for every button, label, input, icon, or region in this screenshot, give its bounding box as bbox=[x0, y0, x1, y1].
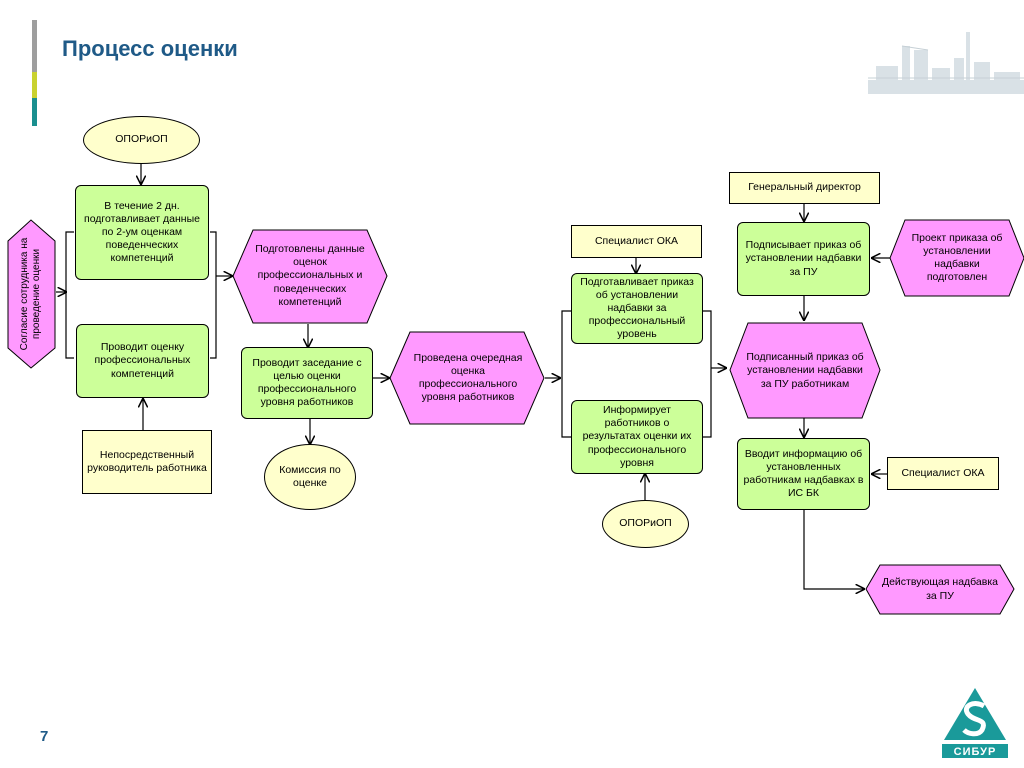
assess-professional-box: Проводит оценку профессиональных компете… bbox=[76, 324, 209, 398]
data-prepared-text: Подготовлены данные оценок профессиональ… bbox=[255, 243, 365, 308]
holds-meeting-label: Проводит заседание с целью оценки профес… bbox=[252, 356, 362, 409]
agreement-node: Согласие сотрудника на проведение оценки bbox=[6, 220, 56, 368]
draft-order-hexagon bbox=[889, 219, 1024, 297]
data-prepared-hexagon bbox=[232, 229, 388, 324]
assessment-done-text: Проведена очередная оценка профессиональ… bbox=[413, 351, 523, 404]
general-director-label: Генеральный директор bbox=[748, 181, 861, 194]
logo-text: СИБУР bbox=[953, 746, 997, 758]
direct-manager-label: Непосредственный руководитель работника bbox=[87, 448, 207, 474]
factory-skyline-icon bbox=[868, 32, 1024, 94]
enters-info-box: Вводит информацию об установленных работ… bbox=[737, 438, 870, 510]
page-number: 7 bbox=[40, 728, 49, 745]
accent-bar-yellow bbox=[32, 72, 37, 98]
enters-info-label: Вводит информацию об установленных работ… bbox=[743, 447, 864, 500]
agreement-label: Согласие сотрудника на проведение оценки bbox=[19, 237, 42, 351]
sibur-logo-icon bbox=[942, 688, 1008, 758]
draft-order-text: Проект приказа об установлении надбавки … bbox=[911, 231, 1003, 284]
signs-order-box: Подписывает приказ об установлении надба… bbox=[737, 222, 870, 296]
assessment-done-hexagon bbox=[389, 331, 545, 425]
prepare-behavioral-box: В течение 2 дн. подготавливает данные по… bbox=[75, 185, 209, 280]
opor-top-label: ОПОРиОП bbox=[115, 133, 168, 146]
current-allowance-hexagon bbox=[865, 564, 1015, 615]
general-director-box: Генеральный директор bbox=[729, 172, 880, 204]
signed-order-hexagon bbox=[729, 322, 881, 419]
opor-bottom-oval: ОПОРиОП bbox=[602, 500, 689, 548]
commission-oval: Комиссия по оценке bbox=[264, 444, 356, 510]
prepares-order-label: Подготавливает приказ об установлении на… bbox=[580, 275, 694, 341]
current-allowance-text: Действующая надбавка за ПУ bbox=[881, 576, 999, 602]
direct-manager-box: Непосредственный руководитель работника bbox=[82, 430, 212, 494]
assess-professional-label: Проводит оценку профессиональных компете… bbox=[94, 341, 191, 380]
commission-label: Комиссия по оценке bbox=[279, 463, 341, 489]
specialist-oka-1-box: Специалист ОКА bbox=[571, 225, 702, 258]
opor-bottom-label: ОПОРиОП bbox=[619, 517, 672, 530]
signs-order-label: Подписывает приказ об установлении надба… bbox=[745, 239, 862, 278]
prepare-behavioral-label: В течение 2 дн. подготавливает данные по… bbox=[84, 199, 200, 265]
informs-workers-box: Информирует работников о результатах оце… bbox=[571, 400, 703, 474]
opor-top-oval: ОПОРиОП bbox=[83, 116, 200, 164]
holds-meeting-box: Проводит заседание с целью оценки профес… bbox=[241, 347, 373, 419]
specialist-oka-2-box: Специалист ОКА bbox=[887, 457, 999, 490]
page-title: Процесс оценки bbox=[62, 36, 238, 61]
signed-order-text: Подписанный приказ об установлении надба… bbox=[746, 351, 864, 390]
prepares-order-box: Подготавливает приказ об установлении на… bbox=[571, 273, 703, 344]
specialist-oka-1-label: Специалист ОКА bbox=[594, 234, 679, 247]
accent-bar-gray bbox=[32, 20, 37, 72]
accent-bar-teal bbox=[32, 98, 37, 126]
specialist-oka-2-label: Специалист ОКА bbox=[901, 466, 985, 479]
informs-workers-label: Информирует работников о результатах оце… bbox=[582, 404, 692, 469]
agreement-hexagon bbox=[7, 219, 56, 369]
